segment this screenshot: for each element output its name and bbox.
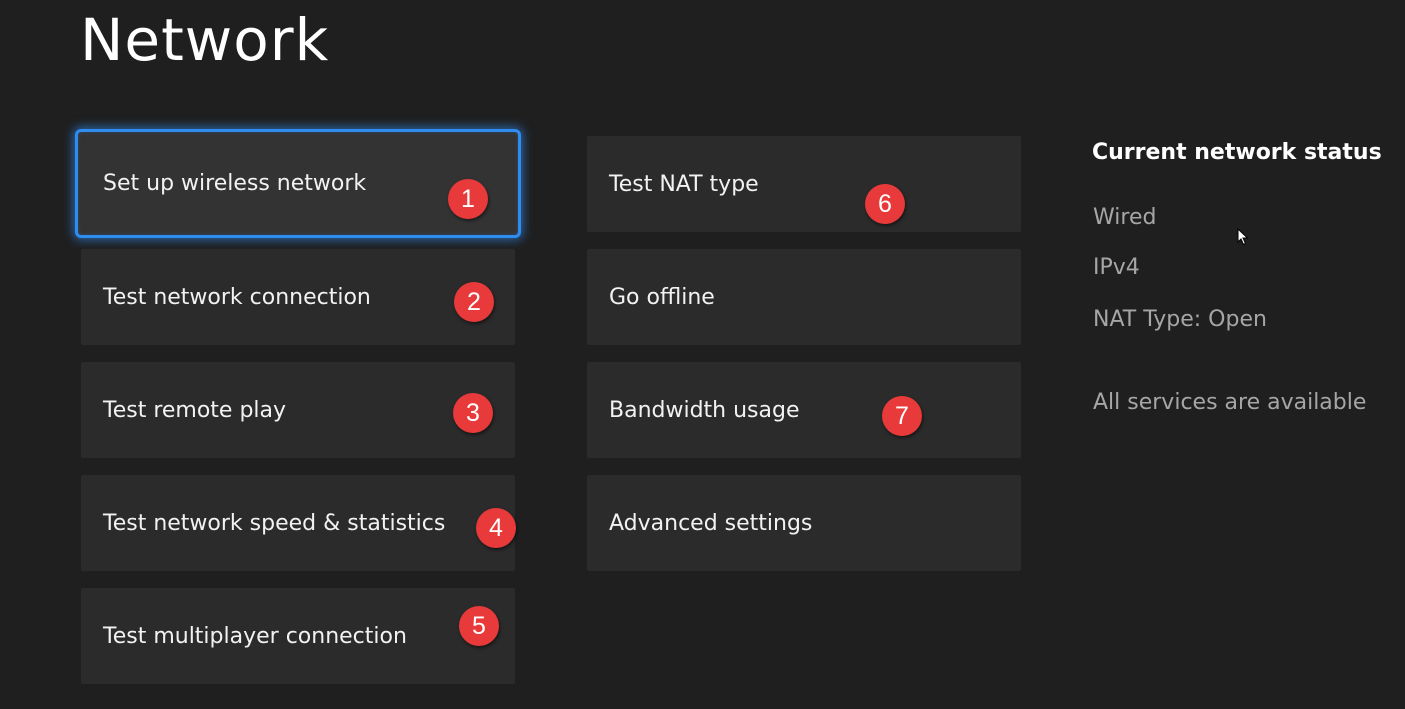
tile-label: Test multiplayer connection <box>103 623 407 649</box>
tile-label: Test network speed & statistics <box>103 510 446 536</box>
tile-label: Test network connection <box>103 284 371 310</box>
annotation-badge-5: 5 <box>459 606 499 646</box>
tile-label: Go offline <box>609 284 715 310</box>
status-services: All services are available <box>1093 390 1367 415</box>
bandwidth-usage-button[interactable]: Bandwidth usage <box>587 362 1021 458</box>
annotation-badge-2: 2 <box>454 282 494 322</box>
advanced-settings-button[interactable]: Advanced settings <box>587 475 1021 571</box>
annotation-badge-1: 1 <box>448 179 488 219</box>
annotation-badge-3: 3 <box>453 393 493 433</box>
annotation-badge-6: 6 <box>865 184 905 224</box>
tile-label: Set up wireless network <box>103 171 367 196</box>
mouse-pointer-icon <box>1237 228 1249 246</box>
status-heading: Current network status <box>1092 140 1382 165</box>
test-multiplayer-connection-button[interactable]: Test multiplayer connection <box>81 588 515 684</box>
status-nat-type: NAT Type: Open <box>1093 307 1267 332</box>
status-ip-version: IPv4 <box>1093 255 1140 280</box>
test-network-speed-statistics-button[interactable]: Test network speed & statistics <box>81 475 515 571</box>
go-offline-button[interactable]: Go offline <box>587 249 1021 345</box>
test-nat-type-button[interactable]: Test NAT type <box>587 136 1021 232</box>
set-up-wireless-network-button[interactable]: Set up wireless network <box>75 129 521 238</box>
tile-label: Bandwidth usage <box>609 397 800 423</box>
test-remote-play-button[interactable]: Test remote play <box>81 362 515 458</box>
status-connection: Wired <box>1093 205 1157 230</box>
page-title: Network <box>80 6 330 74</box>
tile-label: Advanced settings <box>609 510 813 536</box>
annotation-badge-4: 4 <box>476 508 516 548</box>
test-network-connection-button[interactable]: Test network connection <box>81 249 515 345</box>
tile-label: Test NAT type <box>609 171 759 197</box>
annotation-badge-7: 7 <box>882 396 922 436</box>
tile-label: Test remote play <box>103 397 287 423</box>
